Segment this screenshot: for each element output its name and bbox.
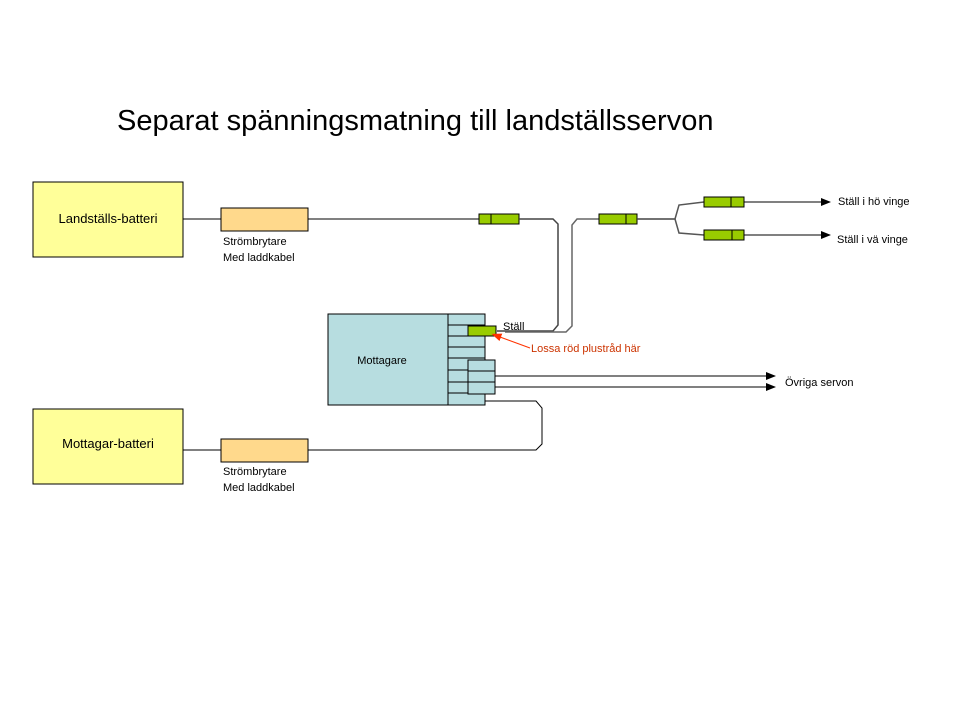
- receiver-battery: [32, 408, 184, 485]
- servo-plugs: [467, 359, 496, 395]
- splitter-lower: [674, 218, 705, 236]
- receiver-label: Mottagare: [357, 355, 407, 367]
- connector-2: [598, 213, 638, 225]
- label-left-wing: Ställ i vä vinge: [837, 234, 908, 246]
- switch-bottom: [220, 438, 309, 463]
- splitter-upper: [674, 201, 705, 220]
- receiver-port-label: Ställ: [503, 321, 524, 333]
- switch-top-label-2: Med laddkabel: [223, 252, 295, 264]
- receiver-battery-label: Mottagar-batteri: [62, 436, 154, 451]
- switch-top: [220, 207, 309, 232]
- landstall-battery-label: Landställs-batteri: [59, 211, 158, 226]
- switch-bottom-label-2: Med laddkabel: [223, 482, 295, 494]
- label-right-wing: Ställ i hö vinge: [838, 196, 910, 208]
- diagram-title: Separat spänningsmatning till landställs…: [117, 105, 713, 137]
- receiver-gear-port: [467, 325, 497, 337]
- connector-1: [478, 213, 520, 225]
- connector-left-wing: [703, 229, 745, 241]
- wire-switch-to-receiver: [308, 400, 543, 451]
- receiver: [327, 313, 449, 406]
- annotation-text: Lossa röd plustråd här: [531, 343, 641, 355]
- switch-bottom-label-1: Strömbrytare: [223, 466, 287, 478]
- wire-receiver-to-connector2: [505, 218, 599, 333]
- label-other-servos: Övriga servon: [785, 377, 853, 389]
- annotation-arrow: [491, 333, 531, 349]
- wire-connector1-to-receiver: [497, 218, 559, 332]
- switch-top-label-1: Strömbrytare: [223, 236, 287, 248]
- connector-right-wing: [703, 196, 745, 208]
- landstall-battery: [32, 181, 184, 258]
